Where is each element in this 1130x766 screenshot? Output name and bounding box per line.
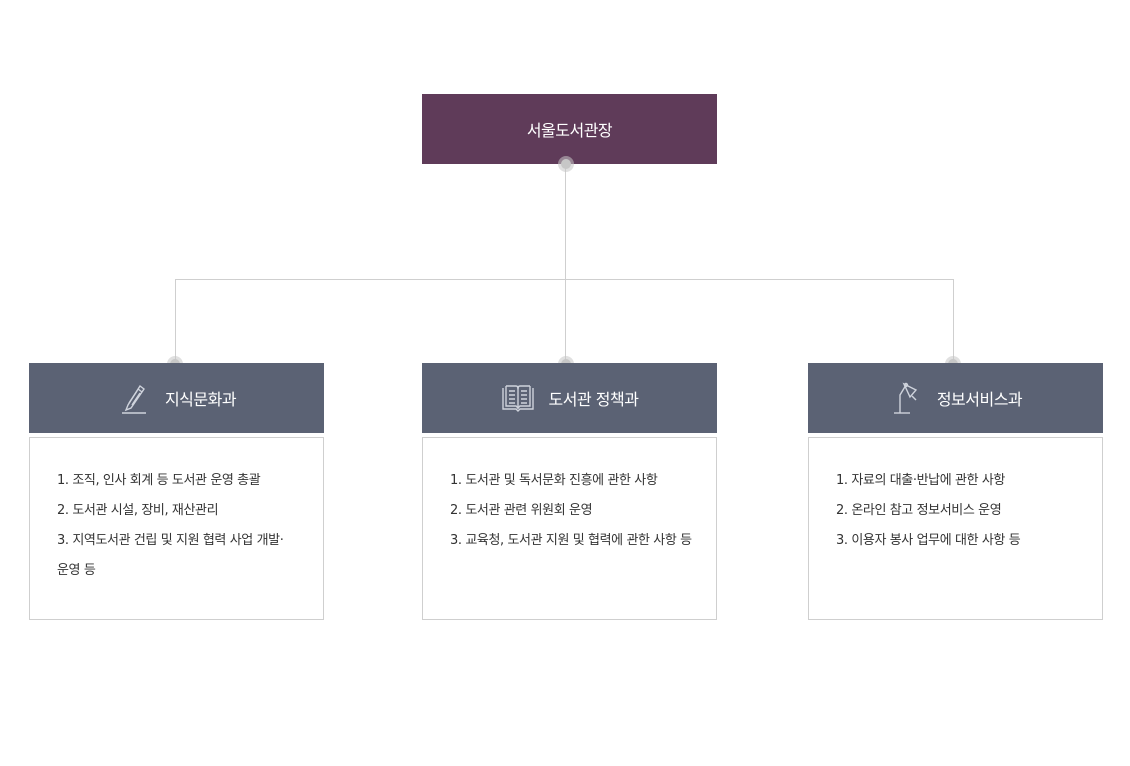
connector-horizontal	[175, 279, 954, 280]
director-title: 서울도서관장	[526, 121, 613, 140]
desk-lamp-icon	[889, 381, 923, 415]
connector-vertical-left	[175, 279, 176, 363]
duty-item: 1. 자료의 대출·반납에 관한 사항	[836, 473, 1005, 488]
dept-duties-knowledge-culture: 1. 조직, 인사 회계 등 도서관 운영 총괄 2. 도서관 시설, 장비, …	[29, 437, 324, 620]
dept-header-information-service: 정보서비스과	[808, 363, 1103, 433]
dept-name: 도서관 정책과	[548, 390, 639, 409]
dept-header-knowledge-culture: 지식문화과	[29, 363, 324, 433]
open-book-icon	[501, 381, 535, 415]
duty-item: 운영 등	[57, 563, 96, 578]
duty-item: 2. 도서관 시설, 장비, 재산관리	[57, 503, 219, 518]
connector-dot-root	[561, 159, 571, 169]
duty-item: 3. 교육청, 도서관 지원 및 협력에 관한 사항 등	[450, 533, 692, 548]
director-box: 서울도서관장	[422, 94, 717, 164]
connector-vertical-right	[953, 279, 954, 363]
dept-name: 지식문화과	[164, 390, 237, 409]
dept-header-library-policy: 도서관 정책과	[422, 363, 717, 433]
duty-item: 2. 도서관 관련 위원회 운영	[450, 503, 593, 518]
duty-item: 3. 이용자 봉사 업무에 대한 사항 등	[836, 533, 1021, 548]
dept-duties-information-service: 1. 자료의 대출·반납에 관한 사항 2. 온라인 참고 정보서비스 운영 3…	[808, 437, 1103, 620]
duty-item: 2. 온라인 참고 정보서비스 운영	[836, 503, 1002, 518]
dept-name: 정보서비스과	[936, 390, 1023, 409]
duty-item: 3. 지역도서관 건립 및 지원 협력 사업 개발·	[57, 533, 284, 548]
duty-item: 1. 도서관 및 독서문화 진흥에 관한 사항	[450, 473, 658, 488]
connector-vertical-root	[565, 164, 566, 279]
dept-duties-library-policy: 1. 도서관 및 독서문화 진흥에 관한 사항 2. 도서관 관련 위원회 운영…	[422, 437, 717, 620]
connector-vertical-center	[565, 279, 566, 363]
pencil-icon	[117, 381, 151, 415]
duty-item: 1. 조직, 인사 회계 등 도서관 운영 총괄	[57, 473, 261, 488]
